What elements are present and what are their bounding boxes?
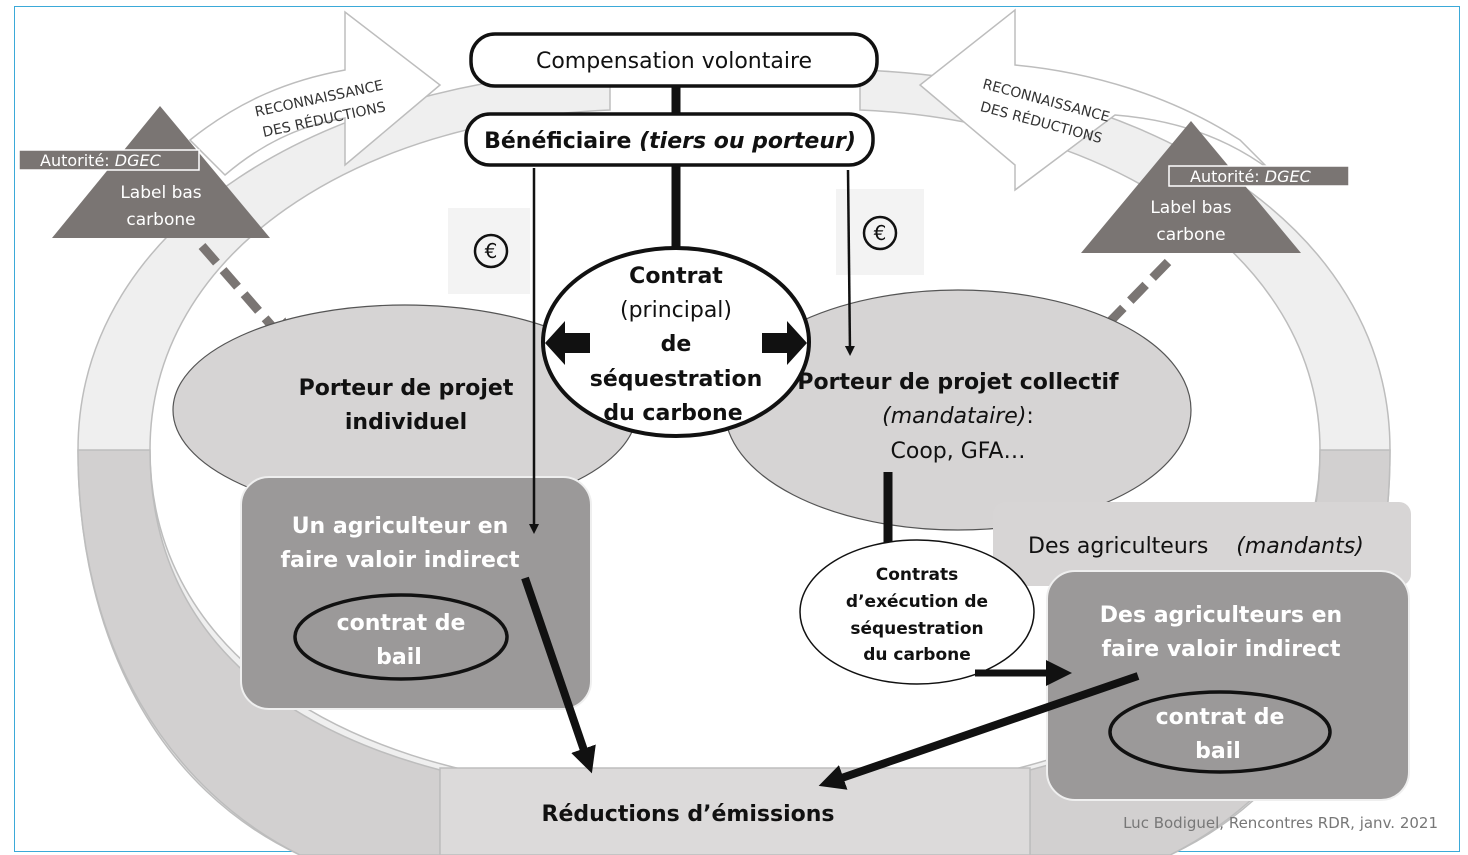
- svg-text:€: €: [874, 221, 887, 245]
- svg-text:Autorité: DGEC: Autorité: DGEC: [40, 151, 162, 170]
- authority-left-badge: [18, 149, 200, 171]
- bail-right-line2: bail: [1195, 739, 1241, 764]
- execution-line2: d’exécution de: [846, 592, 988, 612]
- bail-ellipse-left: [293, 593, 509, 681]
- authority-left-prefix: Autorité:: [40, 151, 115, 170]
- contract-line2: (principal): [620, 298, 732, 323]
- authority-right-prefix: Autorité:: [1190, 167, 1265, 186]
- arrow-benef-to-collectif: [844, 169, 855, 356]
- porteur-collectif-mandataire: (mandataire): [882, 404, 1026, 429]
- bail-left-line2: bail: [376, 645, 422, 670]
- agri-individuel-box: [240, 476, 592, 710]
- contract-arrow-right: [762, 321, 807, 365]
- arrow-individuel-to-reductions: [521, 576, 596, 774]
- beneficiaire-italic: (tiers ou porteur): [639, 129, 856, 154]
- agri-individuel-line1: Un agriculteur en: [292, 514, 509, 539]
- porteur-collectif-line3: Coop, GFA…: [891, 439, 1026, 464]
- euro-icon-left: €: [448, 208, 530, 294]
- bail-left-line1: contrat de: [337, 611, 466, 636]
- authority-left-label-1: Label bas: [120, 183, 201, 203]
- contract-line5: du carbone: [603, 401, 742, 426]
- execution-line3: séquestration: [850, 619, 983, 639]
- svg-text:€: €: [485, 239, 498, 263]
- contract-line1: Contrat: [629, 264, 723, 289]
- execution-line4: du carbone: [863, 645, 971, 665]
- svg-text:Autorité: DGEC: Autorité: DGEC: [1190, 167, 1312, 186]
- svg-text:Des agriculteurs(mandants): Des agriculteurs (mandants): [1028, 534, 1364, 559]
- porteur-individuel-line1: Porteur de projet: [299, 376, 514, 401]
- credit-text: Luc Bodiguel, Rencontres RDR, janv. 2021: [1123, 814, 1438, 832]
- contrats-execution-ellipse: [799, 539, 1035, 685]
- execution-line1: Contrats: [876, 565, 959, 585]
- authority-left-label-2: carbone: [126, 210, 195, 230]
- contract-line3: de: [661, 332, 692, 357]
- label-arrow-right: [1080, 258, 1172, 352]
- beneficiaire-box: [464, 112, 875, 167]
- authority-right: Autorité: DGEC Label bas carbone: [1081, 121, 1350, 253]
- agri-collectif-line1: Des agriculteurs en: [1100, 603, 1342, 628]
- authority-right-dgec: DGEC: [1265, 167, 1312, 186]
- porteur-individuel-line2: individuel: [345, 410, 467, 435]
- arrow-collectif-to-reductions: [818, 672, 1140, 790]
- bail-right-line1: contrat de: [1156, 705, 1285, 730]
- reductions-label: Réductions d’émissions: [542, 802, 835, 827]
- agri-mandants-italic: (mandants): [1236, 534, 1364, 559]
- agri-mandants-box: [993, 502, 1411, 586]
- euro-icon-right: €: [836, 189, 924, 275]
- agri-collectif-line2: faire valoir indirect: [1101, 637, 1341, 662]
- bail-ellipse-right: [1108, 690, 1332, 774]
- authority-right-badge: [1168, 165, 1350, 187]
- authority-right-label-2: carbone: [1156, 225, 1225, 245]
- authority-left: Autorité: DGEC Label bas carbone: [18, 106, 270, 238]
- svg-text:Bénéficiaire (tiers ou porteur: Bénéficiaire (tiers ou porteur): [484, 129, 856, 154]
- central-contract-ellipse: [541, 246, 811, 438]
- beneficiaire-label: Bénéficiaire: [484, 129, 639, 154]
- agri-mandants-label: Des agriculteurs: [1028, 534, 1208, 559]
- compensation-volontaire-label: Compensation volontaire: [536, 49, 812, 74]
- recognition-arrow-right: RECONNAISSANCE DES RÉDUCTIONS: [918, 8, 1271, 192]
- authority-left-dgec: DGEC: [115, 151, 162, 170]
- contract-arrow-left: [545, 321, 590, 365]
- authority-right-label-1: Label bas: [1150, 198, 1231, 218]
- porteur-collectif-line1: Porteur de projet collectif: [797, 370, 1119, 395]
- agri-individuel-line2: faire valoir indirect: [280, 548, 520, 573]
- contract-line4: séquestration: [590, 367, 763, 392]
- svg-text:(mandataire):: (mandataire):: [882, 404, 1034, 429]
- porteur-collectif-colon: :: [1026, 404, 1033, 429]
